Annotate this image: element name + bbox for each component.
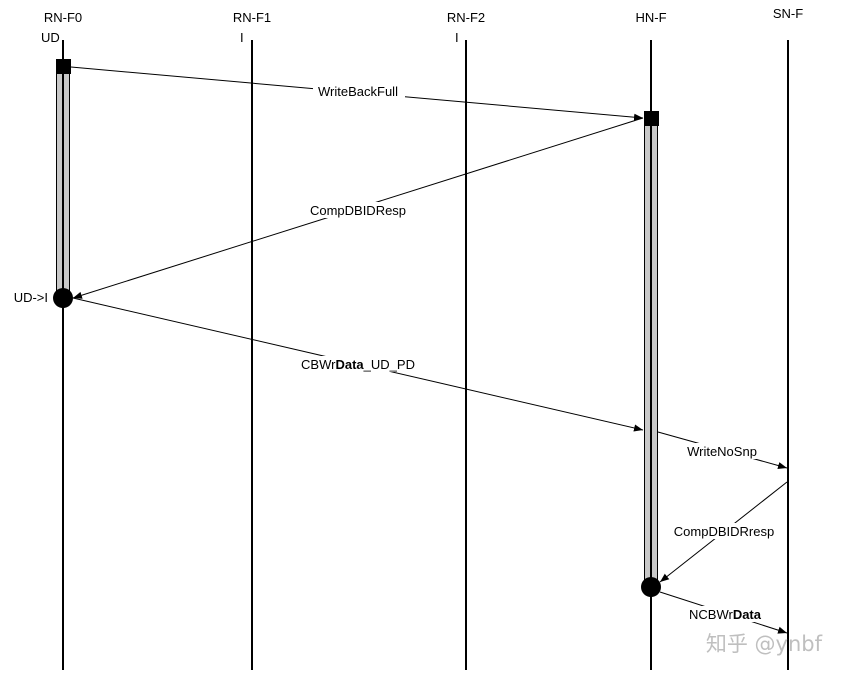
end-marker-hnf (641, 577, 661, 597)
state-transition-label-rnf0: UD->I (14, 290, 48, 305)
end-marker-rnf0 (53, 288, 73, 308)
node-label-snf: SN-F (773, 6, 803, 21)
label-bg-compdbidresp (305, 202, 411, 218)
state-label-rnf1: I (240, 30, 244, 45)
node-label-hnf: HN-F (635, 10, 666, 25)
watermark-text: 知乎 @ynbf (706, 632, 823, 656)
label-bg-writenosnp (683, 443, 761, 459)
start-marker-rnf0 (56, 59, 71, 74)
node-label-rnf0: RN-F0 (44, 10, 82, 25)
label-bg-cbwrdata (296, 356, 420, 372)
message-label-writebackfull: WriteBackFull (318, 84, 398, 99)
label-bg-ncbwrdata (685, 606, 767, 622)
label-bg-writebackfull (313, 83, 405, 99)
start-marker-hnf (644, 111, 659, 126)
message-label-compdbidresp: CompDBIDResp (310, 203, 406, 218)
message-label-compdbidresp-sn: CompDBIDRresp (674, 524, 774, 539)
node-label-rnf1: RN-F1 (233, 10, 271, 25)
node-label-rnf2: RN-F2 (447, 10, 485, 25)
state-label-rnf2: I (455, 30, 459, 45)
label-bg-compdbidresp-sn (669, 523, 779, 539)
message-label-ncbwrdata: NCBWrData (689, 607, 762, 622)
message-label-cbwrdata: CBWrData_UD_PD (301, 357, 415, 372)
message-label-writenosnp: WriteNoSnp (687, 444, 757, 459)
state-label-rnf0: UD (41, 30, 60, 45)
